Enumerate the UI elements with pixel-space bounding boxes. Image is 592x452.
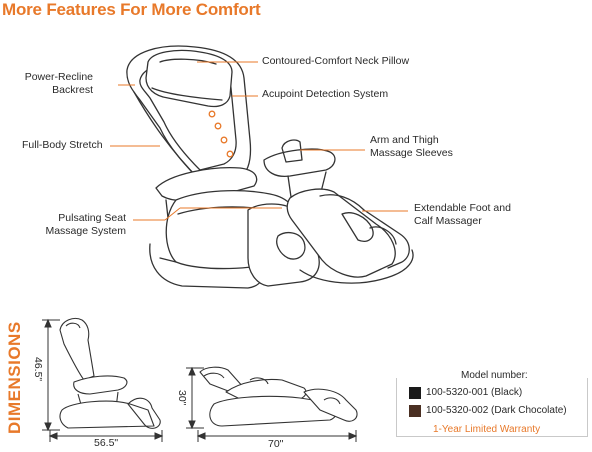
model-chocolate-label: 100-5320-002 (Dark Chocolate): [426, 405, 567, 416]
reclined-dim-arrows: [186, 366, 358, 442]
callout-lines: [110, 61, 408, 221]
callout-sleeves-line2: Massage Sleeves: [370, 147, 453, 159]
callout-foot: Extendable Foot and Calf Massager: [414, 202, 511, 228]
model-black-label: 100-5320-001 (Black): [426, 387, 523, 398]
callout-backrest: Power-Recline Backrest: [18, 71, 93, 97]
callout-backrest-line2: Backrest: [52, 84, 93, 96]
callout-stretch: Full-Body Stretch: [22, 139, 103, 151]
callout-seat-line1: Pulsating Seat: [58, 212, 126, 224]
callout-backrest-line1: Power-Recline: [24, 71, 93, 83]
reclined-height-label: 30": [176, 390, 188, 406]
callout-seat: Pulsating Seat Massage System: [36, 212, 126, 238]
reclined-chair: [199, 366, 358, 427]
callout-sleeves-line1: Arm and Thigh: [370, 134, 439, 146]
black-swatch: [409, 386, 421, 399]
upright-chair: [59, 317, 161, 429]
upright-dim-arrows: [42, 318, 164, 442]
callout-neck-pillow: Contoured-Comfort Neck Pillow: [262, 55, 410, 67]
page-title: More Features For More Comfort: [2, 0, 261, 19]
callout-seat-line2: Massage System: [45, 225, 126, 237]
callout-foot-line1: Extendable Foot and: [414, 202, 511, 214]
chocolate-swatch: [409, 404, 421, 417]
dimensions-heading: DIMENSIONS: [5, 321, 24, 434]
upright-height-label: 46.5": [32, 357, 44, 382]
model-box: [396, 378, 588, 437]
model-number-heading: Model number:: [457, 370, 532, 381]
model-row-black: 100-5320-001 (Black): [409, 386, 522, 399]
warranty-label: 1-Year Limited Warranty: [428, 424, 546, 435]
callout-foot-line2: Calf Massager: [414, 215, 482, 227]
model-row-chocolate: 100-5320-002 (Dark Chocolate): [409, 404, 567, 417]
reclined-depth-label: 70": [268, 438, 284, 450]
main-chair: [126, 45, 414, 289]
callout-sleeves: Arm and Thigh Massage Sleeves: [370, 134, 453, 160]
callout-acupoint: Acupoint Detection System: [262, 88, 389, 100]
upright-depth-label: 56.5": [94, 437, 119, 449]
